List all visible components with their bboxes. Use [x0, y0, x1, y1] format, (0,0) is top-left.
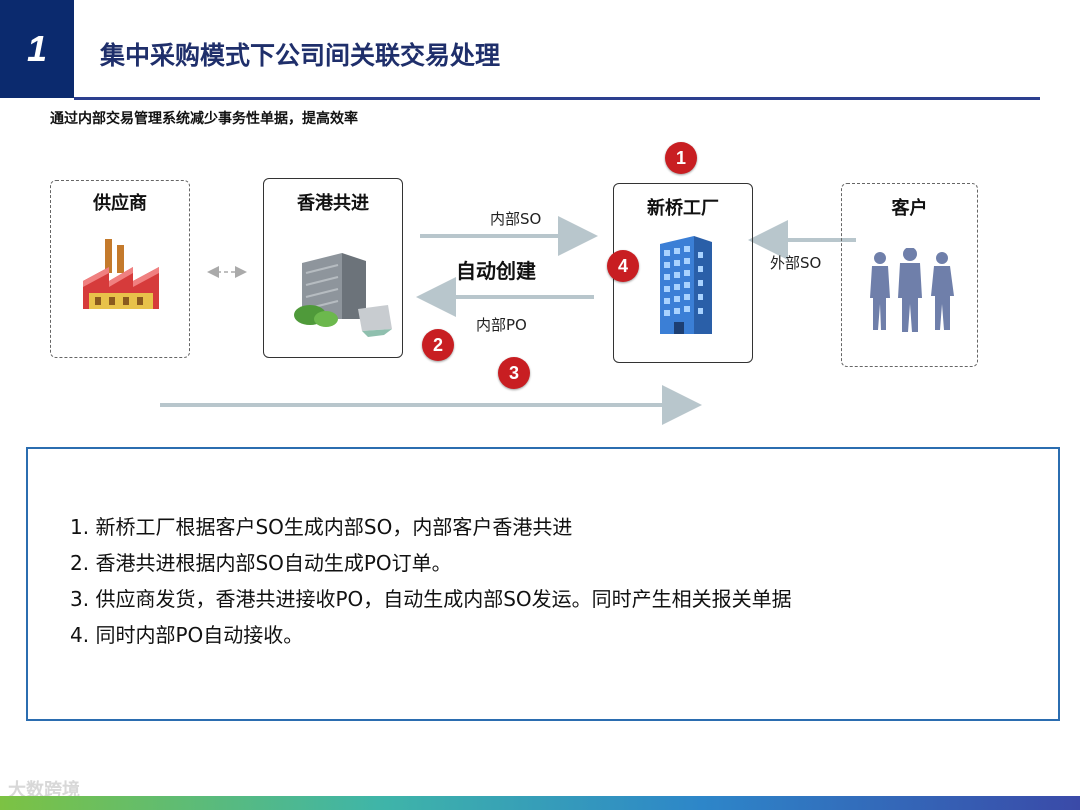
step-badge-2: 2	[422, 329, 454, 361]
internal-so-label: 内部SO	[490, 208, 541, 229]
internal-po-label: 内部PO	[476, 314, 527, 335]
hk-label: 香港共进	[264, 189, 402, 215]
supplier-label: 供应商	[51, 189, 189, 215]
step-badge-1: 1	[665, 142, 697, 174]
hk-box: 香港共进	[263, 178, 403, 358]
note-item-4: 4. 同时内部PO自动接收。	[70, 617, 792, 653]
customer-box: 客户	[841, 183, 978, 367]
office-building-icon	[288, 249, 392, 339]
notes-list: 1. 新桥工厂根据客户SO生成内部SO，内部客户香港共进 2. 香港共进根据内部…	[70, 509, 792, 653]
footer-gradient-bar	[0, 796, 1080, 810]
notes-panel: 1. 新桥工厂根据客户SO生成内部SO，内部客户香港共进 2. 香港共进根据内部…	[26, 447, 1060, 721]
note-item-3: 3. 供应商发货，香港共进接收PO，自动生成内部SO发运。同时产生相关报关单据	[70, 581, 792, 617]
step-badge-4: 4	[607, 250, 639, 282]
external-so-label: 外部SO	[770, 252, 821, 273]
customer-label: 客户	[842, 194, 977, 220]
tower-building-icon	[654, 232, 718, 338]
note-item-2: 2. 香港共进根据内部SO自动生成PO订单。	[70, 545, 792, 581]
note-item-1: 1. 新桥工厂根据客户SO生成内部SO，内部客户香港共进	[70, 509, 792, 545]
auto-create-label: 自动创建	[456, 255, 536, 284]
step-badge-3: 3	[498, 357, 530, 389]
factory-label: 新桥工厂	[614, 194, 752, 220]
people-icon	[864, 248, 960, 336]
supplier-box: 供应商	[50, 180, 190, 358]
factory-icon	[79, 237, 165, 317]
